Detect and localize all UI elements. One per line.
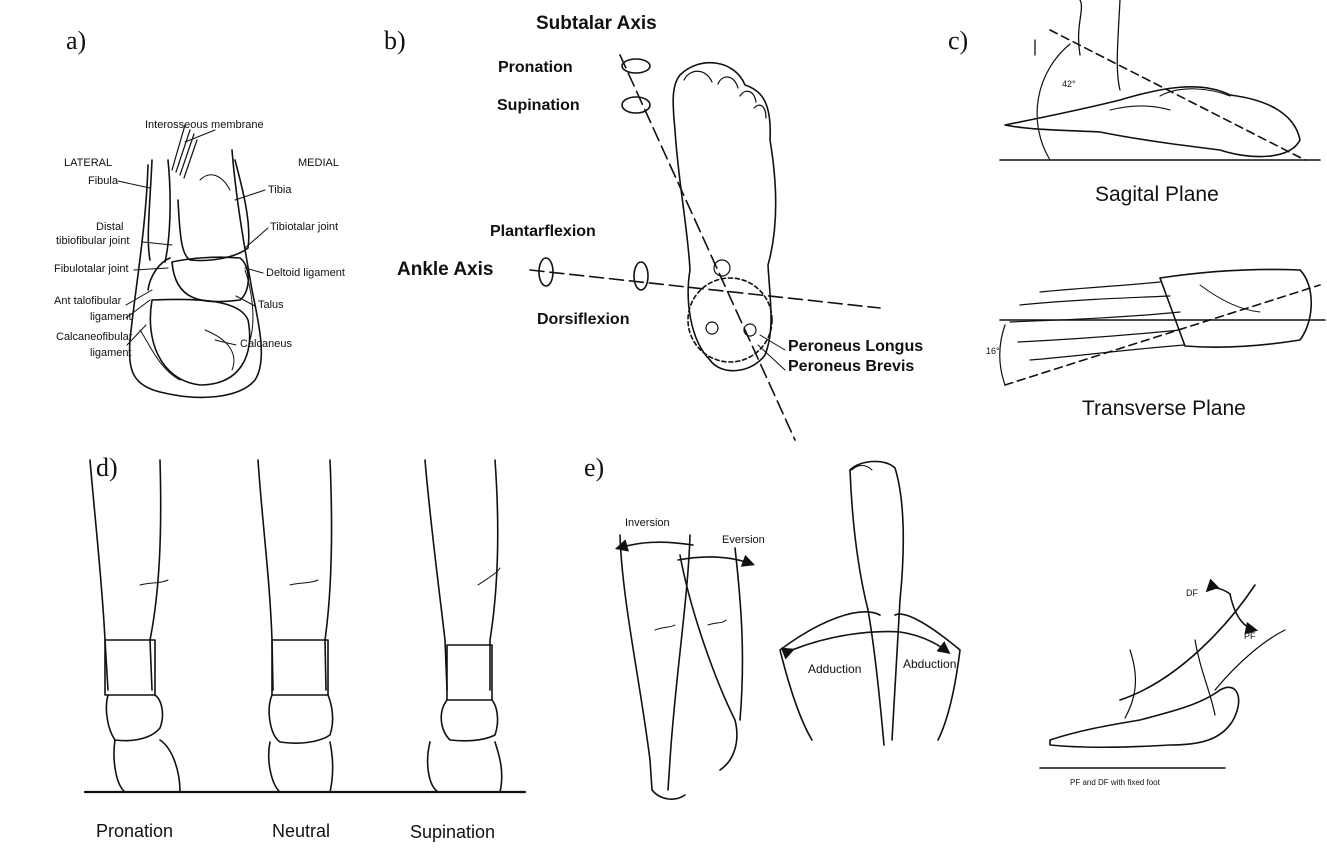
- label-plantarflexion: Plantarflexion: [490, 224, 596, 240]
- label-pf: PF: [1244, 632, 1256, 641]
- leg-neutral-drawing: [258, 460, 333, 792]
- label-talus: Talus: [258, 300, 284, 311]
- panel-letter-e: e): [584, 455, 604, 481]
- inversion-eversion-drawing: [618, 535, 752, 799]
- label-medial: MEDIAL: [298, 158, 339, 169]
- label-leg-neutral: Neutral: [272, 822, 330, 840]
- label-ankle-axis: Ankle Axis: [397, 260, 493, 279]
- label-lateral: LATERAL: [64, 158, 112, 169]
- label-supination-axis: Supination: [497, 98, 580, 114]
- label-deltoid-ligament: Deltoid ligament: [266, 268, 345, 279]
- label-tibiofibular-joint: tibiofibular joint: [56, 236, 129, 247]
- label-calcaneus: Calcaneus: [240, 339, 292, 350]
- label-pronation-axis: Pronation: [498, 60, 573, 76]
- label-distal: Distal: [96, 222, 124, 233]
- label-angle-42: 42°: [1062, 80, 1076, 89]
- leg-supination-drawing: [425, 460, 502, 792]
- label-inversion: Inversion: [625, 518, 670, 529]
- label-ligament-1: ligament: [90, 312, 132, 323]
- label-subtalar-axis: Subtalar Axis: [536, 14, 657, 33]
- panel-letter-c: c): [948, 28, 968, 54]
- panel-letter-d: d): [96, 455, 118, 481]
- leg-pronation-drawing: [90, 460, 180, 792]
- label-fixed-foot-caption: PF and DF with fixed foot: [1070, 779, 1160, 787]
- label-tibia: Tibia: [268, 185, 291, 196]
- transverse-foot-drawing: [1000, 269, 1325, 385]
- label-leg-supination: Supination: [410, 823, 495, 841]
- sagittal-foot-drawing: [1000, 0, 1320, 160]
- label-peroneus-brevis: Peroneus Brevis: [788, 359, 914, 375]
- label-df: DF: [1186, 589, 1198, 598]
- panel-letter-b: b): [384, 28, 406, 54]
- label-ant-talofibular: Ant talofibular: [54, 296, 121, 307]
- foot-axes-drawing: [530, 55, 880, 440]
- panel-letter-a: a): [66, 28, 86, 54]
- dorsiflexion-plantarflexion-drawing: [1040, 585, 1285, 768]
- label-peroneus-longus: Peroneus Longus: [788, 339, 923, 355]
- adduction-abduction-drawing: [780, 461, 960, 745]
- label-transverse-plane: Transverse Plane: [1082, 398, 1246, 419]
- label-calcaneofibular: Calcaneofibular: [56, 332, 132, 343]
- label-fibula: Fibula: [88, 176, 118, 187]
- label-abduction: Abduction: [903, 658, 956, 670]
- label-ligament-2: ligament: [90, 348, 132, 359]
- label-leg-pronation: Pronation: [96, 822, 173, 840]
- label-sagittal-plane: Sagital Plane: [1095, 184, 1219, 205]
- label-adduction: Adduction: [808, 663, 861, 675]
- label-eversion: Eversion: [722, 535, 765, 546]
- label-tibiotalar-joint: Tibiotalar joint: [270, 222, 338, 233]
- label-dorsiflexion: Dorsiflexion: [537, 312, 629, 328]
- label-fibulotalar-joint: Fibulotalar joint: [54, 264, 129, 275]
- label-angle-16: 16°: [986, 347, 1000, 356]
- ankle-cross-section-drawing: [118, 125, 268, 397]
- label-interosseous-membrane: Interosseous membrane: [145, 120, 264, 131]
